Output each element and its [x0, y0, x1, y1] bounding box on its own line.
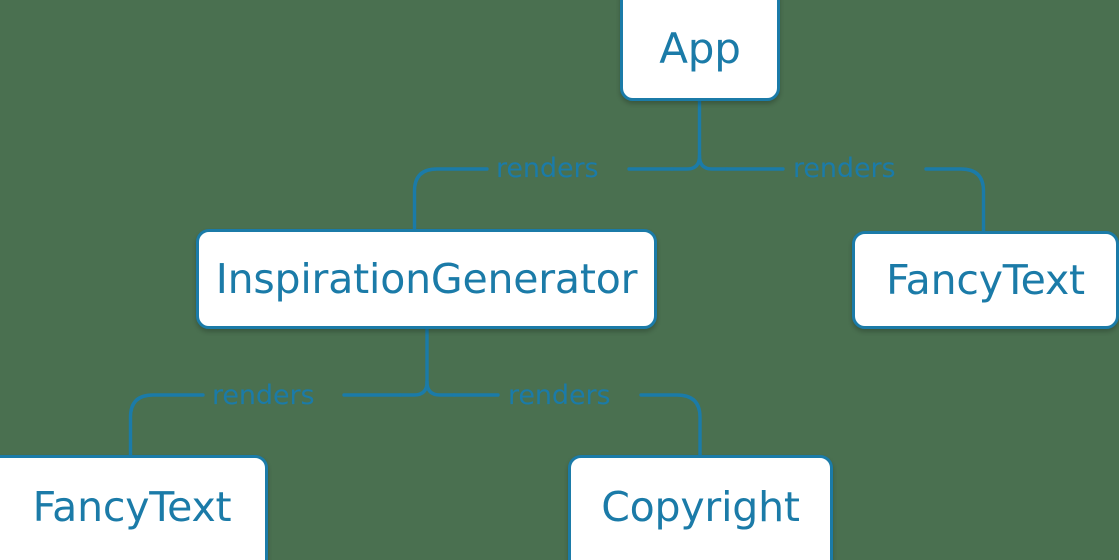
edge-label-app-to-inspiration-generator: renders — [496, 153, 599, 184]
edge-app-inspiration-seg-b — [412, 167, 489, 231]
edge-app-split-right — [697, 154, 729, 171]
node-fancytext-right-label: FancyText — [886, 255, 1085, 304]
edge-ig-copyright-seg-b — [639, 393, 702, 457]
node-copyright[interactable]: Copyright — [568, 455, 833, 560]
edge-label-inspiration-generator-to-fancytext: renders — [212, 380, 315, 411]
node-copyright-label: Copyright — [601, 482, 800, 531]
edge-app-fancytext-seg-b — [924, 167, 986, 233]
node-fancytext-bottom[interactable]: FancyText — [0, 455, 268, 560]
edge-app-split-left — [670, 154, 702, 171]
node-fancytext-bottom-label: FancyText — [32, 482, 232, 531]
edge-ig-split-left — [398, 380, 429, 397]
node-inspiration-generator[interactable]: InspirationGenerator — [196, 229, 657, 329]
edge-label-inspiration-generator-to-copyright: renders — [508, 380, 611, 411]
node-app-label: App — [659, 23, 741, 73]
edge-ig-split-right — [425, 380, 456, 397]
edge-label-app-to-fancytext: renders — [793, 153, 896, 184]
node-app[interactable]: App — [620, 0, 780, 101]
edge-ig-fancytext-seg-b — [128, 393, 205, 457]
node-fancytext-right[interactable]: FancyText — [852, 231, 1119, 329]
node-inspiration-generator-label: InspirationGenerator — [215, 254, 638, 303]
